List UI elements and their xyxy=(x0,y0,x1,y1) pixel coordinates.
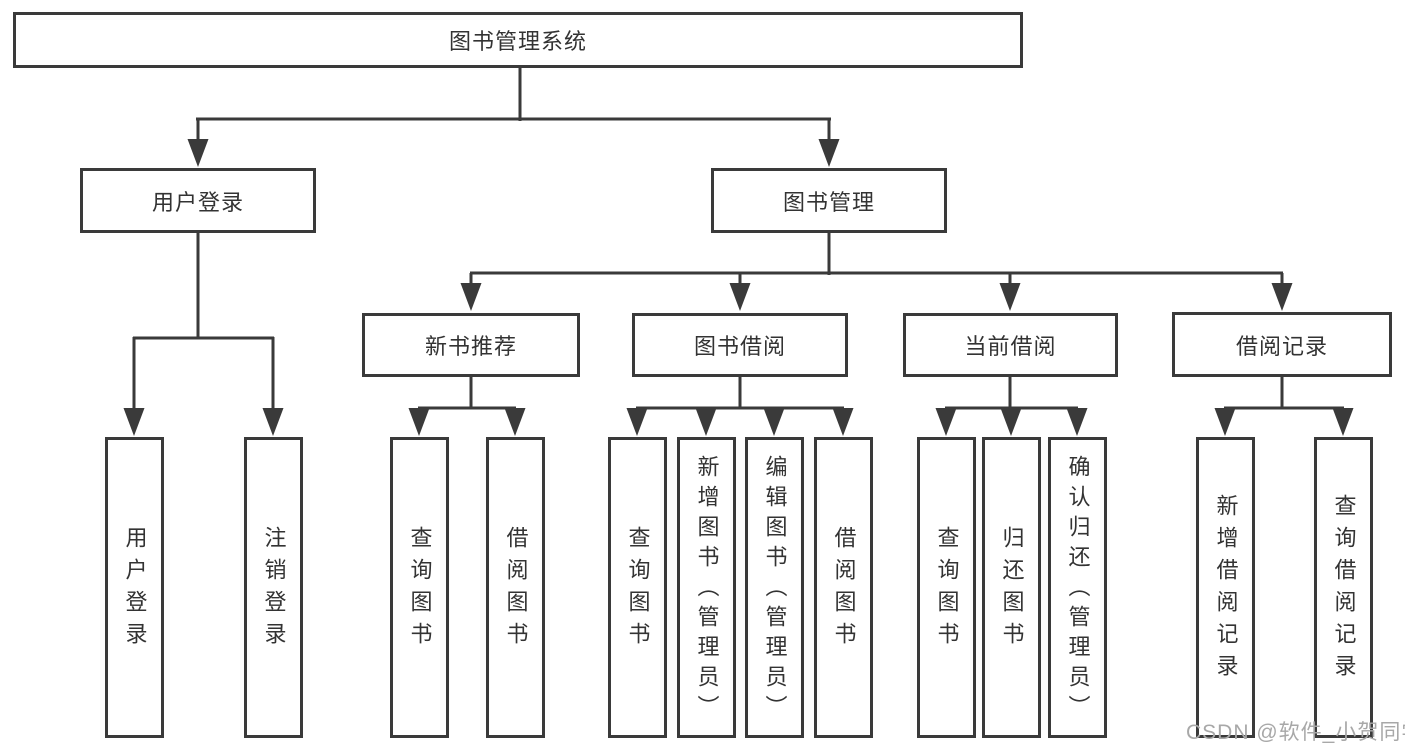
leaf-query-books-borrow: 查询图书 xyxy=(608,437,667,738)
node-current-borrow: 当前借阅 xyxy=(903,313,1118,377)
leaf-edit-book-admin: 编辑图书（管理员） xyxy=(745,437,804,738)
leaf-confirm-return-admin: 确认归还（管理员） xyxy=(1048,437,1107,738)
leaf-add-borrow-record: 新增借阅记录 xyxy=(1196,437,1255,738)
leaf-borrow-books-recommend: 借阅图书 xyxy=(486,437,545,738)
leaf-query-borrow-record: 查询借阅记录 xyxy=(1314,437,1373,738)
node-root-system: 图书管理系统 xyxy=(13,12,1023,68)
arrowheads xyxy=(123,139,1354,436)
leaf-query-books-current: 查询图书 xyxy=(917,437,976,738)
leaf-return-book: 归还图书 xyxy=(982,437,1041,738)
leaf-query-books-recommend: 查询图书 xyxy=(390,437,449,738)
leaf-add-book-admin: 新增图书（管理员） xyxy=(677,437,736,738)
leaf-logout: 注销登录 xyxy=(244,437,303,738)
node-borrow-records: 借阅记录 xyxy=(1172,312,1392,377)
node-user-login: 用户登录 xyxy=(80,168,316,233)
node-book-management: 图书管理 xyxy=(711,168,947,233)
node-new-book-recommend: 新书推荐 xyxy=(362,313,580,377)
leaf-borrow-books: 借阅图书 xyxy=(814,437,873,738)
node-book-borrow: 图书借阅 xyxy=(632,313,848,377)
leaf-user-login: 用户登录 xyxy=(105,437,164,738)
csdn-watermark: CSDN @软件_小贺同学 xyxy=(1186,721,1405,744)
